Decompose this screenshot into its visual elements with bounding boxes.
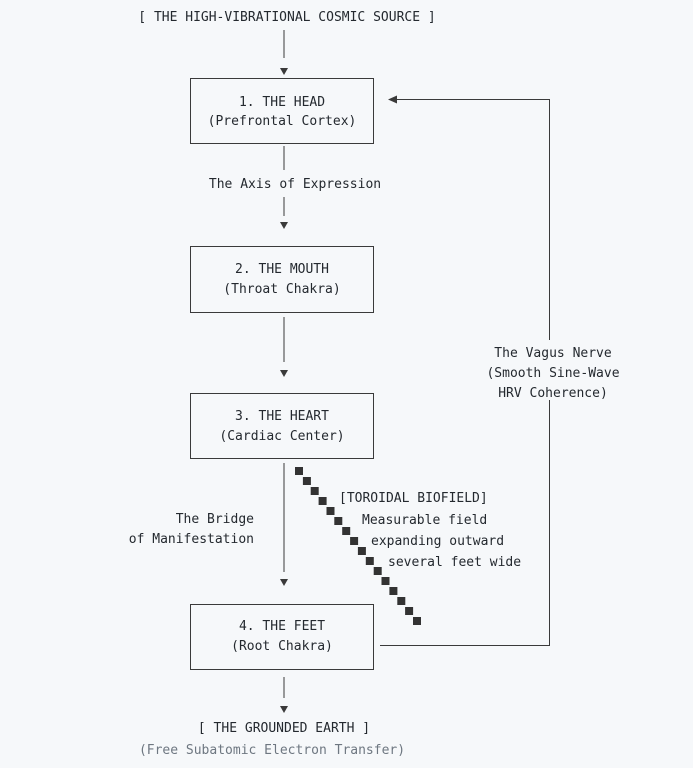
biofield-dot	[397, 597, 406, 605]
arrowhead	[280, 579, 288, 586]
node-heart-subtitle: (Cardiac Center)	[219, 429, 345, 444]
axis-label: The Axis of Expression	[208, 177, 382, 192]
biofield-dot	[318, 497, 327, 505]
arrowhead	[280, 706, 288, 713]
vagus-label-line3: HRV Coherence)	[498, 386, 608, 401]
arrowhead	[280, 370, 288, 377]
bridge-label-line2: of Manifestation	[128, 532, 254, 547]
biofield-dot	[389, 587, 398, 595]
biofield-dot	[357, 547, 366, 555]
biofield-dot	[365, 557, 374, 565]
vagus-loop	[380, 99, 550, 646]
biofield-label-line4: several feet wide	[388, 555, 522, 570]
arrowhead	[280, 222, 288, 229]
biofield-dot	[350, 537, 359, 545]
biofield-dot	[334, 517, 343, 525]
box-head	[190, 78, 374, 144]
node-feet-title: 4. THE FEET	[238, 619, 326, 634]
biofield-dot	[302, 477, 311, 485]
biofield-label-line3: expanding outward	[371, 534, 505, 549]
node-feet-subtitle: (Root Chakra)	[231, 639, 333, 654]
arrowhead-left	[388, 95, 397, 104]
biofield-dot	[413, 617, 421, 625]
biofield-dot	[381, 577, 390, 585]
biofield-dots	[295, 467, 421, 625]
box-feet	[190, 604, 374, 670]
biofield-dot	[405, 607, 414, 615]
biofield-label-line1: [TOROIDAL BIOFIELD]	[339, 491, 488, 506]
biofield-dot	[310, 487, 319, 495]
biofield-dot	[373, 567, 382, 575]
earth-label: [ THE GROUNDED EARTH ]	[197, 721, 371, 736]
node-mouth-subtitle: (Throat Chakra)	[223, 282, 341, 297]
bridge-label-line1: The Bridge	[175, 512, 254, 527]
node-head-title: 1. THE HEAD	[238, 95, 326, 110]
earth-sublabel: (Free Subatomic Electron Transfer)	[138, 743, 406, 758]
biofield-dot	[326, 507, 335, 515]
node-mouth-title: 2. THE MOUTH	[235, 262, 329, 277]
vagus-label-line2: (Smooth Sine-Wave	[486, 366, 620, 381]
arrowhead	[280, 68, 288, 75]
source-label: [ THE HIGH-VIBRATIONAL COSMIC SOURCE ]	[138, 10, 436, 25]
box-mouth	[190, 246, 374, 313]
node-heart-title: 3. THE HEART	[235, 409, 329, 424]
vagus-label-line1: The Vagus Nerve	[494, 346, 612, 361]
biofield-dot	[295, 467, 303, 475]
biofield-label-line2: Measurable field	[362, 513, 488, 528]
box-heart	[190, 393, 374, 459]
node-head-subtitle: (Prefrontal Cortex)	[207, 114, 357, 129]
biofield-dot	[342, 527, 351, 535]
